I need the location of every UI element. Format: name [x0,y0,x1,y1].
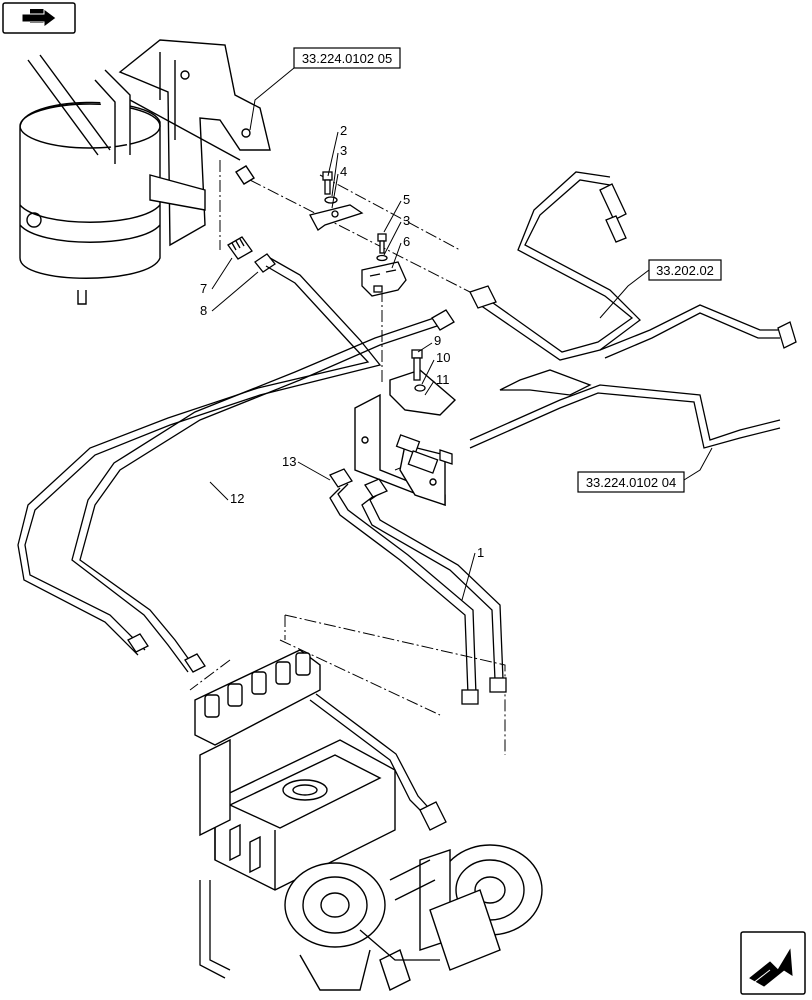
callout-9: 9 [434,333,441,348]
brake-chamber-right [389,844,543,971]
callout-5: 5 [403,192,410,207]
brake-modulator [199,738,396,891]
pipe-clamp-6 [361,261,407,297]
reference-box-bottom[interactable]: 33.224.0102 04 [577,471,685,493]
callout-6: 6 [403,234,410,249]
pipe-12 [17,257,455,673]
callout-leaders [209,131,476,601]
callout-10: 10 [436,350,450,365]
hardware-bolt-2 [322,171,333,195]
hardware-washer-10 [414,384,426,392]
bulkhead-fittings [395,434,453,474]
callout-4: 4 [340,164,347,179]
callout-12: 12 [230,491,244,506]
leader-ref-mid [599,269,650,319]
valve-manifold [194,649,321,746]
right-pipe-assembly [469,171,797,449]
pipe-1 [329,468,507,705]
reference-box-top[interactable]: 33.224.0102 05 [293,47,401,69]
modulator-piping [199,693,447,979]
callout-3b: 3 [403,213,410,228]
reference-label-mid: 33.202.02 [656,263,714,278]
reference-label-top: 33.224.0102 05 [302,51,392,66]
air-tank [19,54,161,305]
hardware-bolt-9 [411,349,423,381]
hardware-washer-3a [324,196,338,204]
reference-box-mid[interactable]: 33.202.02 [648,259,722,281]
leader-ref-top [249,67,295,131]
reference-label-bottom: 33.224.0102 04 [586,475,676,490]
leader-ref-bottom [683,447,713,481]
clamp-plate-4 [309,204,364,231]
forward-arrow-icon [749,948,793,987]
callout-7: 7 [200,281,207,296]
hardware-bolt-5 [376,233,388,262]
callout-13: 13 [282,454,296,469]
callout-2: 2 [340,123,347,138]
next-page-button[interactable] [740,931,806,995]
callout-8: 8 [200,303,207,318]
callout-11: 11 [436,372,450,387]
fitting-7 [227,236,253,260]
callout-3a: 3 [340,143,347,158]
back-arrow-icon [21,8,57,28]
brake-chamber-left [284,862,411,991]
tank-bracket [94,39,271,247]
callout-1: 1 [477,545,484,560]
prev-page-button[interactable] [2,2,76,34]
